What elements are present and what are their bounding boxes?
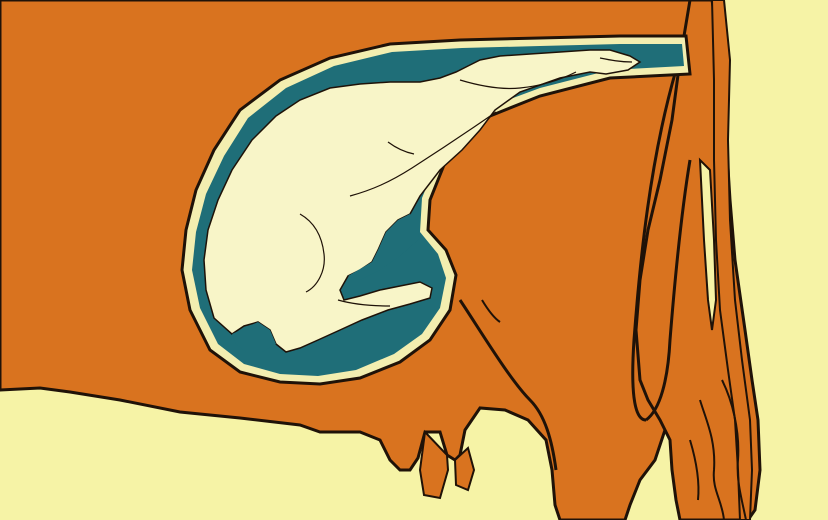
cow-uterus-illustration [0, 0, 828, 520]
diagram-canvas [0, 0, 828, 520]
